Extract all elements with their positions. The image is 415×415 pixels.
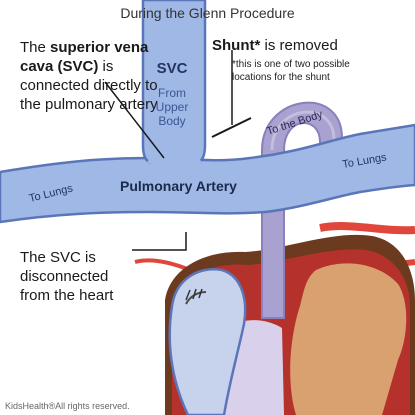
left-artery — [134, 258, 191, 272]
heart — [165, 234, 415, 415]
diagram-title: During the Glenn Procedure — [120, 5, 295, 21]
svc-disconnected-text: The SVC is disconnected from the heart — [20, 249, 114, 304]
svc-description: The superior vena cava (SVC) is connecte… — [20, 39, 158, 113]
pulmonary-artery-label: Pulmonary Artery — [120, 178, 237, 194]
pulmonary-artery — [0, 123, 415, 224]
copyright-text: KidsHealth®All rights reserved. — [5, 401, 130, 411]
right-artery — [319, 222, 415, 235]
removed-shunt-mark — [211, 117, 252, 138]
svc-label: SVC — [156, 60, 188, 77]
shunt-heading: Shunt* is removed — [212, 37, 338, 54]
disconnect-leader-line — [132, 232, 187, 251]
svc-sublabel: From Upper Body — [155, 86, 189, 128]
svc-leader-line — [104, 81, 165, 159]
